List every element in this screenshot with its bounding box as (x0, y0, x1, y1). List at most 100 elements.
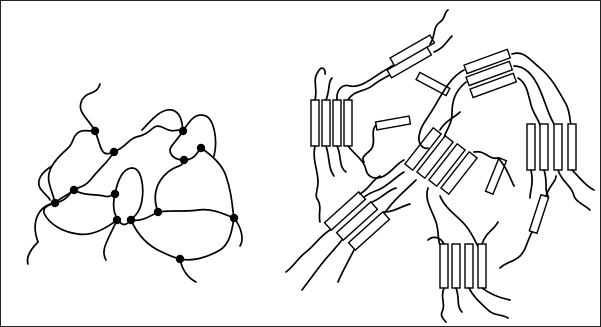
flexible-tail (557, 169, 591, 211)
network-chain (103, 219, 118, 261)
flexible-tail (325, 145, 335, 177)
rod-group (386, 9, 453, 79)
flexible-tail (337, 249, 355, 283)
crosslink-point (110, 189, 120, 199)
crosslink-point (178, 126, 188, 136)
rod-segment (310, 99, 320, 147)
network-chain (37, 165, 53, 201)
rod-segment (567, 123, 577, 171)
flexible-tail (513, 65, 555, 125)
crosslink-point (69, 185, 79, 195)
network-chain (42, 202, 118, 236)
rod-segment (415, 71, 451, 97)
crosslink-point (109, 147, 119, 157)
network-chain (79, 83, 101, 132)
flexible-tail (571, 169, 595, 191)
network-chain (130, 219, 181, 260)
rod-segment (439, 150, 479, 196)
network-chain (114, 167, 144, 221)
crosslink-point (153, 207, 163, 217)
rod-group (427, 221, 511, 323)
flexible-tail (481, 221, 499, 245)
flexible-tail (468, 287, 509, 319)
rod-segment (427, 142, 467, 188)
rod-group (353, 111, 499, 251)
network-chain (26, 241, 39, 265)
rod-group (362, 115, 412, 163)
network-chain (182, 114, 217, 157)
rod-group (419, 48, 575, 139)
flexible-tail (455, 287, 463, 313)
rod-segment (528, 193, 550, 235)
rod-segment (323, 190, 367, 232)
flexible-tail (313, 145, 319, 201)
crosslink-point (196, 143, 206, 153)
flexible-tail (427, 236, 445, 245)
flexible-tail (383, 159, 405, 177)
flexible-tail (362, 124, 377, 163)
flexible-tail (529, 169, 533, 199)
network-chain (169, 130, 202, 161)
crosslink-point (112, 215, 122, 225)
rod-segment (332, 99, 342, 147)
flexible-tail (419, 69, 465, 133)
rod-segment (321, 99, 331, 147)
network-chain (179, 258, 197, 283)
flexible-tail (371, 187, 397, 203)
flexible-tail (359, 175, 381, 195)
network-chain (141, 109, 184, 132)
flexible-tail (499, 231, 533, 269)
rod-segment (469, 72, 518, 99)
rod-group (484, 156, 508, 196)
flexible-tail (497, 157, 515, 187)
flexible-tail (325, 77, 333, 101)
rod-group (415, 71, 451, 97)
flexible-tail (443, 81, 467, 139)
flexible-tail (314, 67, 326, 101)
flexible-tail (433, 35, 453, 53)
flexible-tail (439, 195, 481, 251)
flexible-tail (517, 77, 541, 127)
rod-group (526, 123, 595, 211)
flexible-tail (347, 145, 385, 179)
rod-group (499, 175, 557, 269)
network-chain (154, 159, 185, 213)
rod-segment (439, 243, 449, 289)
flexible-tail (440, 287, 447, 323)
network-chain (47, 129, 96, 204)
rod-segment (347, 210, 391, 252)
rod-segment (477, 243, 487, 289)
flexible-tail (285, 229, 331, 273)
flexible-tail (336, 145, 347, 173)
crosslink-point (90, 126, 100, 136)
network-chain (34, 189, 75, 243)
rod-segment (553, 123, 563, 171)
flexible-tail (317, 199, 321, 223)
flexible-tail (418, 131, 429, 150)
flexible-tail (301, 239, 343, 291)
rod-segment (463, 48, 512, 75)
rod-segment (374, 115, 412, 131)
rod-segment (465, 60, 514, 87)
flexible-tail (481, 287, 511, 301)
rod-chain-panel (285, 9, 595, 323)
rod-segment (464, 243, 474, 289)
rod-segment (415, 134, 455, 180)
rod-group (285, 175, 411, 291)
flexible-tail (511, 52, 575, 131)
flexible-tail (429, 9, 449, 45)
crosslink-point (50, 198, 60, 208)
network-chain (179, 217, 235, 261)
rod-segment (335, 200, 379, 242)
network-chain (157, 208, 235, 219)
crosslink-point (229, 213, 239, 223)
rod-segment (451, 243, 461, 289)
network-chain (94, 125, 184, 155)
network-chain (200, 147, 235, 219)
rod-segment (539, 123, 549, 171)
crosslink-point (126, 215, 136, 225)
flexible-tail (473, 150, 499, 160)
flexible-tail (383, 203, 411, 213)
flexible-tail (439, 111, 461, 131)
